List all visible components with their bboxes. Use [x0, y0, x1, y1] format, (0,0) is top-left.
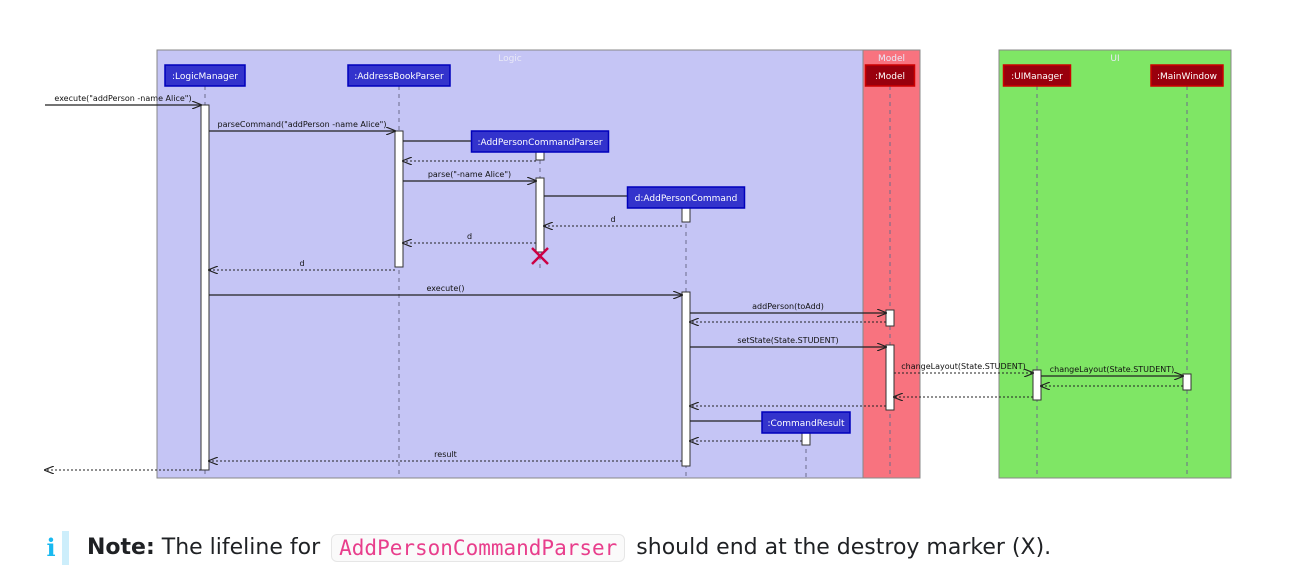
svg-text::LogicManager: :LogicManager	[172, 72, 238, 82]
svg-text:parse("-name Alice"): parse("-name Alice")	[428, 170, 511, 179]
activation-bar-logicmanager	[200, 104, 210, 471]
activation-bar-addressbookparser	[394, 130, 404, 268]
activation-bar-model	[885, 309, 895, 327]
destroy-marker-icon	[531, 247, 549, 265]
message-m14: changeLayout(State.STUDENT)	[894, 362, 1033, 373]
package-model: Model	[862, 49, 921, 479]
svg-text:Model: Model	[878, 54, 905, 64]
note-callout: i Note: The lifeline for AddPersonComman…	[40, 528, 1280, 568]
info-icon: i	[46, 533, 56, 562]
svg-text::CommandResult: :CommandResult	[767, 419, 845, 429]
participant-uimanager[interactable]: :UIManager	[1002, 64, 1072, 87]
activation-bar-uimanager	[1032, 369, 1042, 401]
svg-text:d: d	[610, 215, 615, 224]
message-m10: execute()	[209, 284, 682, 295]
message-m1: execute("addPerson -name Alice")	[45, 94, 201, 105]
svg-text:parseCommand("addPerson -name: parseCommand("addPerson -name Alice")	[218, 120, 387, 129]
svg-text::AddressBookParser: :AddressBookParser	[354, 72, 444, 82]
note-text-before: The lifeline for	[161, 535, 321, 560]
svg-text:d: d	[299, 259, 304, 268]
note-text: Note: The lifeline for AddPersonCommandP…	[87, 534, 1051, 562]
message-m8: d	[403, 232, 536, 243]
participant-logicmanager[interactable]: :LogicManager	[164, 64, 246, 87]
participant-model[interactable]: :Model	[864, 64, 916, 87]
note-text-after: should end at the destroy marker (X).	[636, 535, 1052, 560]
svg-text::Model: :Model	[875, 72, 905, 82]
note-prefix: Note:	[87, 535, 155, 560]
message-m2: parseCommand("addPerson -name Alice")	[209, 120, 395, 131]
message-m11: addPerson(toAdd)	[690, 302, 886, 313]
participant-commandresult[interactable]: :CommandResult	[761, 411, 851, 434]
message-m15: changeLayout(State.STUDENT)	[1041, 365, 1183, 376]
package-ui: UI	[998, 49, 1232, 479]
svg-text::MainWindow: :MainWindow	[1157, 72, 1217, 82]
activation-bar-addpersoncommand	[681, 291, 691, 467]
message-m21: result	[209, 450, 682, 461]
svg-text:changeLayout(State.STUDENT): changeLayout(State.STUDENT)	[1050, 365, 1175, 374]
message-m9: d	[209, 259, 395, 270]
svg-text:addPerson(toAdd): addPerson(toAdd)	[752, 302, 824, 311]
note-code-token: AddPersonCommandParser	[331, 534, 626, 562]
message-m7: d	[544, 215, 682, 226]
svg-text:d:AddPersonCommand: d:AddPersonCommand	[635, 194, 738, 204]
svg-text:changeLayout(State.STUDENT): changeLayout(State.STUDENT)	[901, 362, 1026, 371]
activation-bar-model	[885, 344, 895, 411]
svg-text:result: result	[434, 450, 457, 459]
svg-text:d: d	[467, 232, 472, 241]
activation-bar-addpersoncommandparser	[535, 177, 545, 253]
svg-text:Logic: Logic	[498, 54, 522, 64]
svg-text::UIManager: :UIManager	[1011, 72, 1063, 82]
message-m5: parse("-name Alice")	[403, 170, 536, 181]
participant-addressbookparser[interactable]: :AddressBookParser	[347, 64, 451, 87]
svg-text:UI: UI	[1110, 54, 1119, 64]
activation-bar-mainwindow	[1182, 373, 1192, 391]
svg-text:execute(): execute()	[427, 284, 465, 293]
participant-mainwindow[interactable]: :MainWindow	[1150, 64, 1224, 87]
svg-text:setState(State.STUDENT): setState(State.STUDENT)	[737, 336, 838, 345]
uml-sequence-diagram: Logic Model UI execute("addPerson -name Ali…	[0, 49, 1232, 479]
participant-addpersoncommand[interactable]: d:AddPersonCommand	[626, 186, 746, 209]
message-m13: setState(State.STUDENT)	[690, 336, 886, 347]
svg-text::AddPersonCommandParser: :AddPersonCommandParser	[477, 138, 602, 148]
note-accent-bar	[62, 531, 69, 565]
package-logic: Logic	[156, 49, 864, 479]
svg-text:execute("addPerson -name Alice: execute("addPerson -name Alice")	[54, 94, 191, 103]
participant-addpersoncommandparser[interactable]: :AddPersonCommandParser	[470, 130, 610, 153]
